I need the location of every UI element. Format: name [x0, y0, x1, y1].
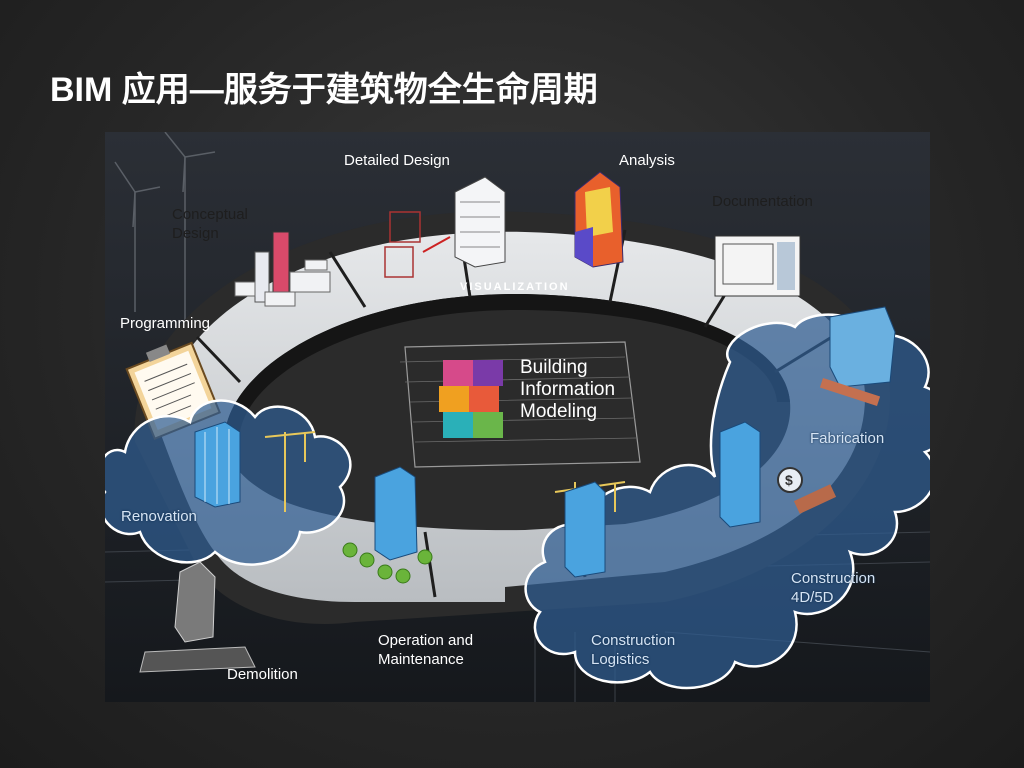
stage-detailed-design: Detailed Design: [344, 152, 450, 169]
bim-lifecycle-diagram: $ Conceptual Design Detailed Design Anal…: [105, 132, 930, 702]
building-model-icon: [399, 341, 641, 468]
renovation-building: [194, 421, 241, 508]
clipboard-icon: [125, 341, 221, 441]
stage-fabrication: Fabrication: [810, 430, 885, 447]
documentation-drawing: [714, 235, 801, 297]
operation-building: [374, 466, 418, 561]
diagram-canvas: $: [105, 132, 930, 702]
dollar-icon: $: [777, 467, 803, 493]
stage-construction-4d5d: Construction 4D/5D: [791, 570, 876, 606]
tree-icon: [342, 542, 433, 584]
stage-operation-maintenance: Operation and Maintenance: [378, 632, 474, 668]
stage-analysis: Analysis: [619, 152, 675, 169]
detailed-design-tower: [454, 176, 506, 268]
ring-inner-band: [225, 293, 790, 432]
bim-center-label: Building Information Modeling: [520, 357, 616, 422]
stage-construction-logistics: Construction Logistics: [591, 632, 676, 668]
stage-conceptual-design: Conceptual Design: [172, 206, 248, 242]
stage-renovation: Renovation: [121, 508, 197, 525]
stage-demolition: Demolition: [227, 666, 298, 683]
demolition-rubble: [139, 561, 256, 673]
svg-text:$: $: [785, 472, 793, 488]
ring-visualization-label: VISUALIZATION: [460, 281, 570, 293]
slide-title: BIM 应用—服务于建筑物全生命周期: [50, 71, 598, 109]
conceptual-design-model: [234, 231, 331, 307]
analysis-heat-tower: [574, 171, 624, 268]
stage-documentation: Documentation: [712, 193, 813, 210]
stage-programming: Programming: [120, 315, 211, 332]
construction-towers: [564, 306, 896, 578]
wind-turbine-icon: [114, 132, 216, 332]
blueprint-icon: [384, 211, 451, 278]
